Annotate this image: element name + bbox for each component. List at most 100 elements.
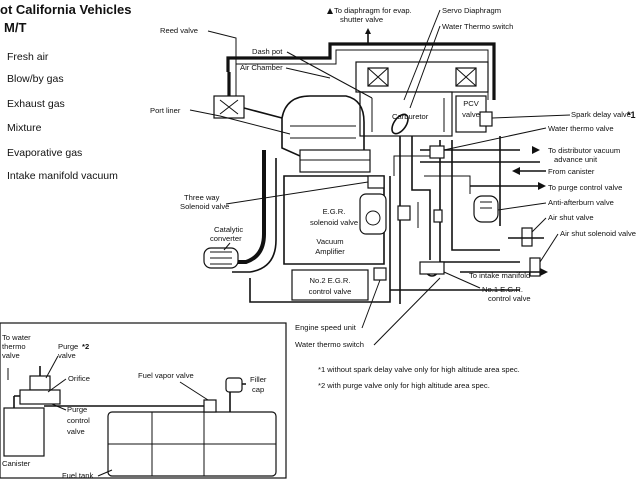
- vacuum-line-4: [393, 155, 471, 228]
- air-filter-right-cross: [455, 67, 477, 87]
- carburetor-label: Carburetor: [392, 112, 429, 121]
- engine-speed-unit-box: [373, 267, 387, 281]
- label-fuel-vapor-valve: Fuel vapor valve: [138, 371, 194, 380]
- vacuum-line-3: [249, 176, 520, 303]
- air-filter-left-cross: [367, 67, 389, 87]
- spark-delay-valve: [479, 111, 493, 127]
- catalytic-converter-core: [210, 251, 232, 265]
- three-way-solenoid-valve: [367, 175, 385, 189]
- egr-solenoid-label-2: solenoid valve: [310, 218, 358, 227]
- legend-item-evaporative-gas: Evaporative gas: [7, 147, 82, 159]
- carburetor-body: [359, 91, 453, 137]
- no2-egr-control-valve-box: [291, 269, 369, 301]
- leader-purge-control: [51, 403, 67, 411]
- leader-air-chamber: [285, 67, 331, 79]
- carburetor-ports: [371, 98, 445, 132]
- engine-block-outline: [281, 95, 365, 157]
- label-fuel-tank: Fuel tank: [62, 471, 93, 480]
- leader-spark-delay-valve: [491, 114, 571, 119]
- label-to-purge-control-valve: To purge control valve: [548, 183, 622, 192]
- label-to-intake-manifold: To intake manifold: [469, 271, 530, 280]
- label-to-water-thermo-2: thermo: [2, 342, 26, 351]
- exhaust-manifold-inner: [232, 158, 277, 273]
- label-air-chamber: Air Chamber: [240, 63, 283, 72]
- leader-air-shut-solenoid: [539, 233, 559, 263]
- label-spark-delay-mark: *1: [627, 110, 636, 120]
- label-catalytic-2: converter: [210, 234, 242, 243]
- footnote-1: *1 without spark delay valve only for hi…: [318, 365, 520, 374]
- leader-water-thermo-switch-bottom: [373, 277, 441, 346]
- footnotes: *1 without spark delay valve only for hi…: [318, 365, 520, 390]
- leader-port-liner: [189, 109, 291, 135]
- vacuum-valve-small-1: [397, 205, 411, 221]
- label-filler-cap-2: cap: [252, 385, 264, 394]
- engine-mid-section: [299, 149, 371, 173]
- leader-water-thermo-valve: [443, 127, 547, 151]
- anti-afterburn-valve-detail: [480, 201, 492, 209]
- legend: Fresh air Blow/by gas Exhaust gas Mixtur…: [7, 51, 118, 182]
- leader-catalytic: [223, 242, 231, 251]
- label-to-distributor-1: To distributor vacuum: [548, 146, 620, 155]
- title-line-2: M/T: [4, 20, 26, 35]
- purge-valve-body: [29, 375, 51, 391]
- leader-orifice: [47, 378, 67, 393]
- leader-servo-diaphragm: [403, 9, 441, 101]
- arrow-to-distributor: [532, 146, 540, 154]
- reed-to-engine-line: [243, 107, 283, 119]
- air-shut-solenoid-valve: [529, 257, 541, 277]
- label-air-shut-valve: Air shut valve: [548, 213, 594, 222]
- vacuum-valve-small-2: [433, 209, 443, 223]
- label-three-way-1: Three way: [184, 193, 220, 202]
- leader-fuel-vapor-valve: [179, 381, 209, 401]
- label-diaphragm-2: shutter valve: [340, 15, 383, 24]
- title-line-1: ot California Vehicles: [0, 2, 132, 17]
- legend-item-blow-by-gas: Blow/by gas: [7, 73, 64, 85]
- leader-no1-egr: [443, 271, 481, 289]
- legend-item-fresh-air: Fresh air: [7, 51, 49, 63]
- arrow-diaphragm-up: [327, 8, 333, 24]
- label-to-water-thermo-1: To water: [2, 333, 31, 342]
- top-labels: Reed valve Dash pot Air Chamber To diaph…: [150, 6, 513, 135]
- fuel-vapor-valve: [203, 399, 217, 413]
- label-spark-delay-valve: Spark delay valve: [571, 110, 631, 119]
- label-engine-speed-unit: Engine speed unit: [295, 323, 357, 332]
- label-anti-afterburn-valve: Anti-afterburn valve: [548, 198, 614, 207]
- engine-lower-block: [283, 175, 385, 265]
- vacuum-amplifier-label-1: Vacuum: [316, 237, 343, 246]
- leader-water-thermo-switch-top: [409, 25, 441, 109]
- water-thermo-valve: [429, 145, 445, 159]
- leader-reed-valve: [207, 30, 237, 96]
- pcv-valve-label-1: PCV: [463, 99, 480, 108]
- label-port-liner: Port liner: [150, 106, 181, 115]
- egr-solenoid-valve: [359, 193, 387, 235]
- arrow-to-intake: [540, 268, 548, 276]
- label-water-thermo-switch-bottom: Water thermo switch: [295, 340, 364, 349]
- label-purge-control-2: control: [67, 416, 90, 425]
- carburetor-throttle: [391, 113, 409, 135]
- label-purge-1: Purge: [58, 342, 78, 351]
- label-canister: Canister: [2, 459, 31, 468]
- label-diaphragm-1: To diaphragm for evap.: [334, 6, 412, 15]
- label-no1-egr-2: control valve: [488, 294, 531, 303]
- label-no1-egr-1: No.1 E.G.R.: [482, 285, 523, 294]
- label-purge-control-3: valve: [67, 427, 85, 436]
- label-reed-valve: Reed valve: [160, 26, 198, 35]
- leader-engine-speed-unit: [361, 279, 381, 329]
- arrow-diaphragm: [365, 28, 371, 34]
- leader-fuel-tank: [97, 469, 113, 477]
- leader-air-shut-valve: [531, 217, 547, 233]
- arrow-from-canister: [512, 167, 520, 175]
- leader-three-way: [225, 181, 369, 205]
- legend-item-intake-vacuum: Intake manifold vacuum: [7, 170, 118, 182]
- label-orifice: Orifice: [68, 374, 90, 383]
- label-water-thermo-switch-top: Water Thermo switch: [442, 22, 513, 31]
- label-catalytic-1: Catalytic: [214, 225, 243, 234]
- air-hose-loop: [226, 42, 496, 100]
- no2-egr-label-2: control valve: [309, 287, 352, 296]
- label-filler-cap-1: Filler: [250, 375, 267, 384]
- no2-egr-label-1: No.2 E.G.R.: [310, 276, 351, 285]
- no1-egr-control-valve-body: [419, 261, 445, 275]
- leader-anti-afterburn: [497, 202, 547, 211]
- label-purge-control-1: Purge: [67, 405, 87, 414]
